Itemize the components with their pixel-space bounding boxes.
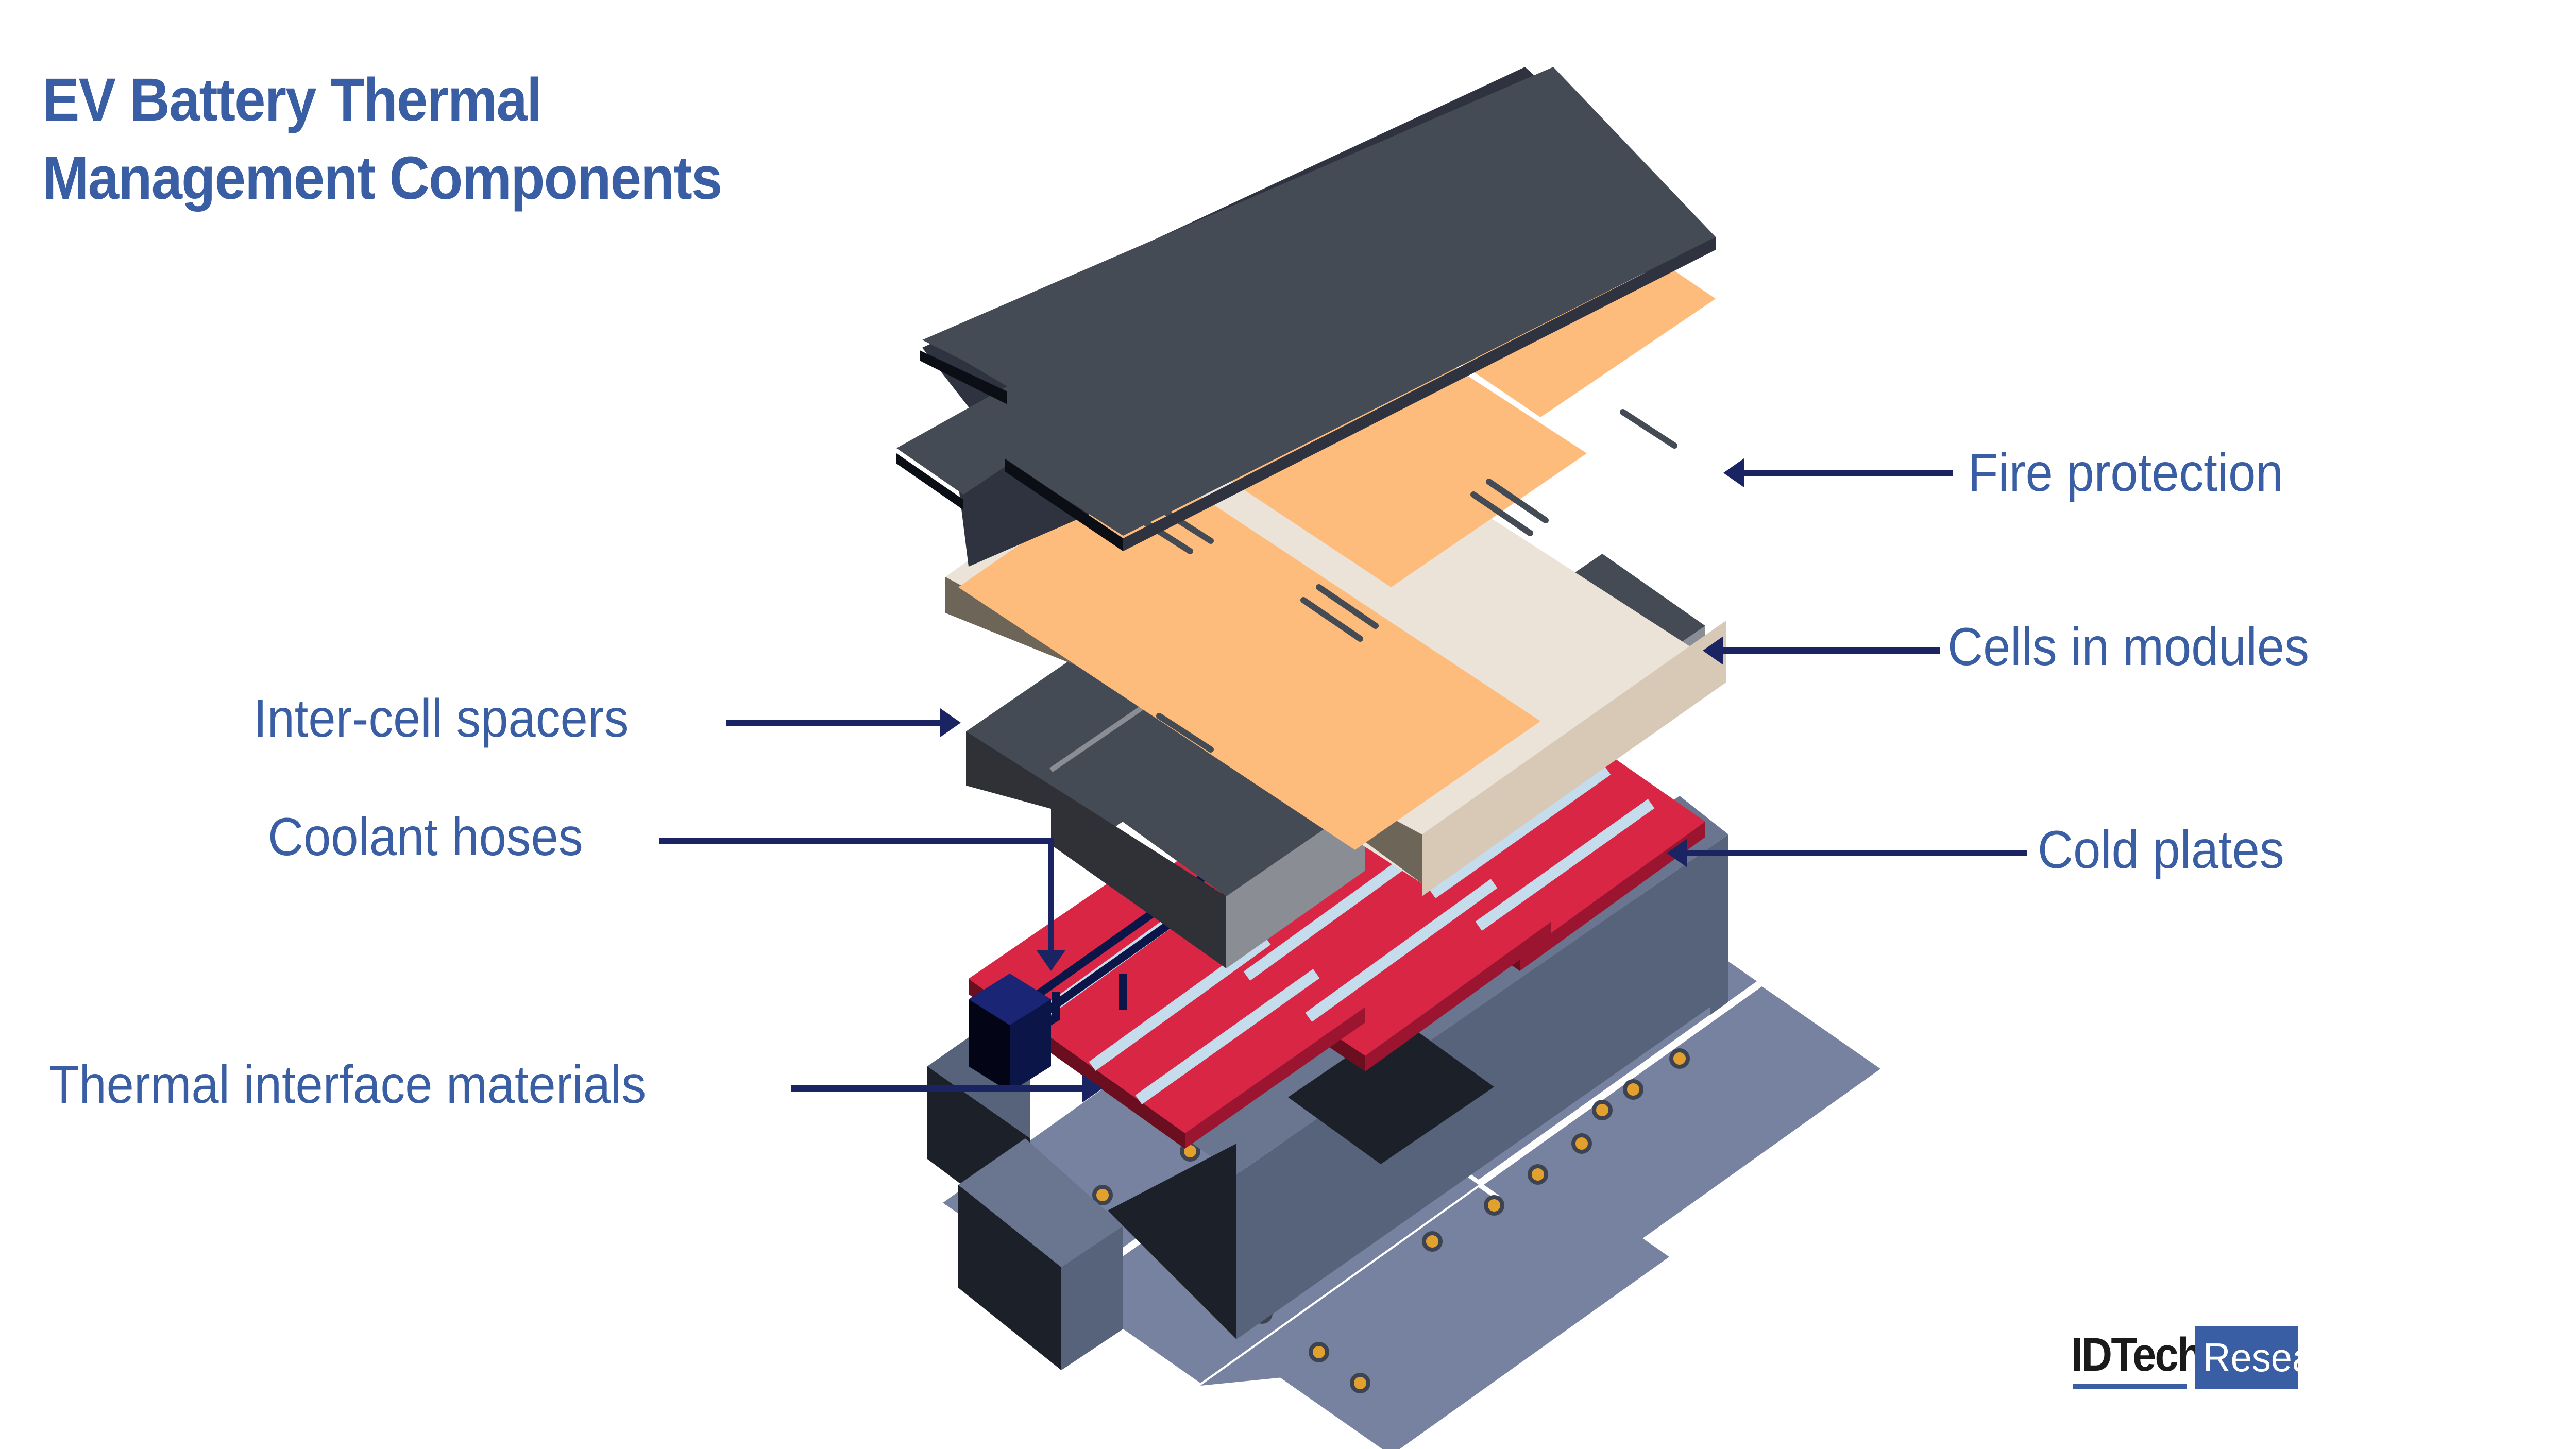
terminal-dot [1571,1133,1592,1154]
battery-lid [896,67,1716,567]
callout-arrows [659,458,2027,1103]
label-cells-in-modules: Cells in modules [1947,617,2309,677]
terminal-dot [1309,1342,1329,1362]
terminal-dot [1484,1195,1504,1216]
label-cold-plates: Cold plates [2038,820,2284,880]
label-fire-protection: Fire protection [1968,443,2283,503]
logo-research-box: Research [2195,1326,2366,1389]
title-line-2: Management Components [42,144,722,212]
terminal-dot [1592,1100,1613,1120]
label-coolant-hoses: Coolant hoses [268,807,583,867]
terminal-dot [1623,1079,1643,1100]
label-thermal-interface-materials: Thermal interface materials [49,1055,647,1115]
label-inter-cell-spacers: Inter-cell spacers [253,689,629,748]
terminal-dot [1092,1185,1113,1205]
fire-barrier-pad [958,458,1540,850]
title-line-1: EV Battery Thermal [42,66,542,134]
lid-top [896,67,1716,536]
page-title: EV Battery Thermal Management Components [42,61,722,217]
terminal-dot [1422,1231,1443,1252]
logo-underline [2073,1384,2187,1389]
terminal-dot [1350,1373,1370,1393]
cold-plate [969,855,1365,1133]
terminal-dot [1669,1048,1690,1069]
arrow-coolant-hoses [659,838,1054,958]
terminal-dot [1528,1164,1548,1185]
logo-tag: Research [2203,1335,2367,1380]
